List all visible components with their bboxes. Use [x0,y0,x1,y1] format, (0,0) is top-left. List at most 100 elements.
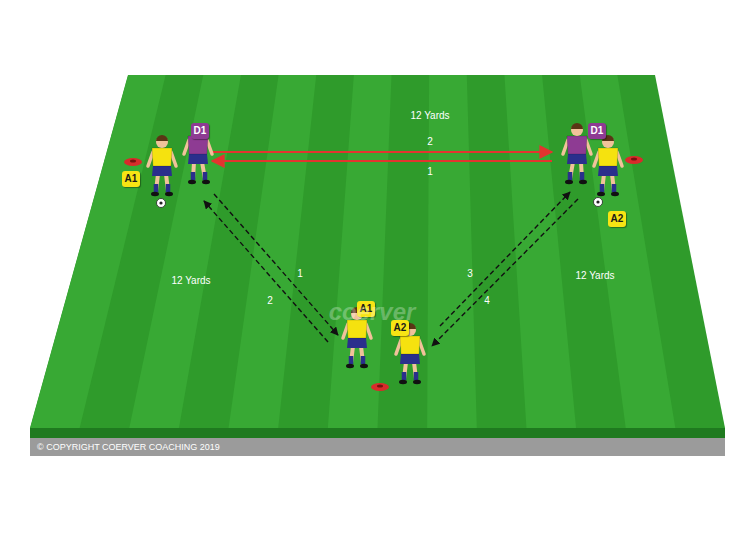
figure-part [581,162,582,179]
callout-number: 2 [267,295,273,307]
copyright-text: © COPYRIGHT COERVER COACHING 2019 [37,441,220,453]
pitch-stripe [229,75,317,428]
figure-part [612,174,614,191]
figure-part [166,174,168,191]
figure-part [413,380,421,384]
figure-part [361,346,363,363]
dimension-label: 12 Yards [575,270,614,282]
pass-arrow [212,160,552,162]
figure-part [188,154,208,164]
pitch-stripes [30,75,675,428]
player-figure [594,135,622,196]
figure-part [579,180,587,184]
player-label: D1 [591,125,604,136]
figure-part [612,184,617,192]
watermark: coerver [329,299,416,325]
player-figure [184,123,212,184]
figure-part [567,154,587,164]
pitch-stripe [328,75,392,428]
figure-part [597,192,605,196]
player-figure [563,123,591,184]
pitch-stripe [504,75,576,428]
figure-part [414,372,419,380]
player-figure [148,135,176,196]
figure-part [571,123,583,129]
figure-part [598,148,618,166]
players [148,123,622,384]
figure-part [402,372,407,380]
figure-part [191,172,196,180]
figure-part [580,172,585,180]
figure-part [361,356,366,364]
dimension-label: 12 Yards [171,275,210,287]
attacker-tag: A1 [122,171,141,187]
figure-part [611,192,619,196]
footer-band [30,438,725,456]
figure-part [165,192,173,196]
cone [377,385,383,388]
figure-part [360,364,368,368]
cone [631,158,637,161]
pass-arrow [212,151,552,153]
run-arrow [214,194,338,335]
figure-part [567,136,587,154]
figure-part [400,354,420,364]
ball [594,198,603,207]
figure-part [351,346,353,363]
figure-part [156,135,168,141]
ball [157,199,166,208]
figure-part [400,336,420,354]
figure-part [598,166,618,176]
dimension-label: 12 Yards [410,110,449,122]
cone [625,156,643,164]
figure-part [202,180,210,184]
player-label: A2 [611,213,624,224]
run-arrow [432,199,578,346]
pitch [30,75,725,428]
player-label: D1 [194,125,207,136]
figure-part [349,356,354,364]
figure-part [568,172,573,180]
figure-part [571,124,583,136]
figure-part [404,362,406,379]
figure-part [565,180,573,184]
figure-part [600,184,605,192]
figure-part [188,180,196,184]
attacker-tag: A2 [608,211,627,227]
figure-part [570,162,573,179]
figure-part [193,162,194,179]
player-label: A1 [125,173,138,184]
figure-part [156,136,168,148]
figure-part [399,380,407,384]
callout-number: 4 [484,295,490,307]
figure-part [151,192,159,196]
figure-part [346,364,354,368]
figure-part [154,184,159,192]
figure-part [152,166,172,176]
figure-part [166,184,171,192]
callout-number: 3 [467,268,473,280]
defender-tag: D1 [588,123,607,139]
callout-number: 2 [427,136,433,148]
pitch-edge [30,428,725,438]
figure-part [414,362,416,379]
figure-part [202,162,205,179]
pitch-stripe [580,75,676,428]
figure-part [602,174,604,191]
run-arrow [440,192,570,326]
figure-part [347,338,367,348]
pitch-stripe [427,75,477,428]
callout-number: 1 [427,166,433,178]
cone [124,158,142,166]
cone [371,383,389,391]
figure-part [156,174,158,191]
figure-part [203,172,208,180]
callout-number: 1 [297,268,303,280]
cone [130,160,136,163]
defender-tag: D1 [191,123,210,139]
run-arrow [204,201,328,342]
pitch-stripe [129,75,241,428]
